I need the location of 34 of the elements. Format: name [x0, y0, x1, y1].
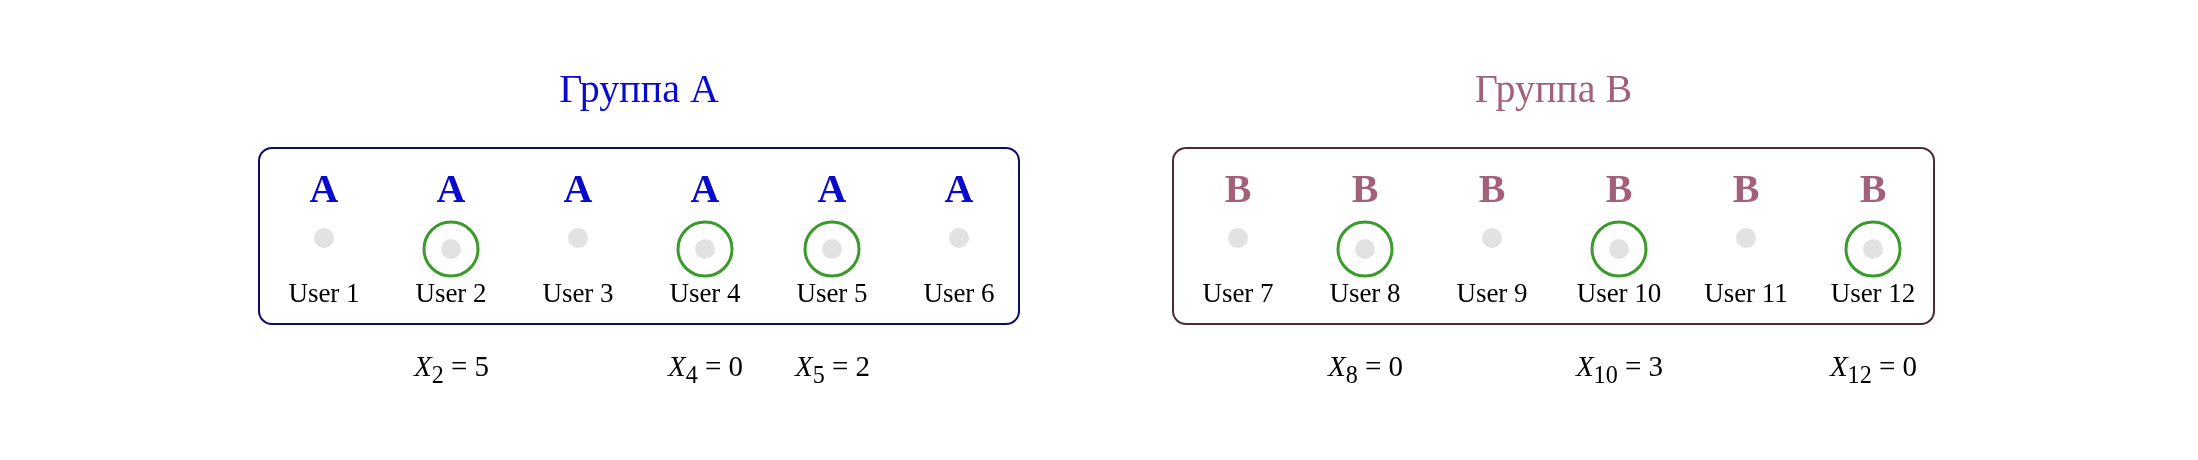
- group-title: Группа B: [1474, 65, 1633, 112]
- group-letter: B: [1478, 167, 1506, 211]
- group-letter: B: [1732, 167, 1760, 211]
- user-label: User 2: [415, 277, 487, 309]
- value-label: X$_{12}$ = 0: [1829, 350, 1918, 389]
- group-letter: A: [944, 167, 974, 211]
- group-frame: [258, 147, 1020, 325]
- user-label: User 12: [1830, 277, 1916, 309]
- user-label: User 8: [1329, 277, 1401, 309]
- value-label: X$_{8}$ = 0: [1327, 350, 1404, 389]
- user-label: User 3: [542, 277, 614, 309]
- value-label: X$_{2}$ = 5: [413, 350, 490, 389]
- user-label: User 5: [796, 277, 868, 309]
- user-label: User 9: [1456, 277, 1528, 309]
- group-letter: A: [690, 167, 720, 211]
- group-title: Группа A: [559, 65, 719, 112]
- value-label: X$_{10}$ = 3: [1575, 350, 1664, 389]
- group-frame: [1172, 147, 1935, 325]
- group-letter: A: [436, 167, 466, 211]
- group-letter: A: [817, 167, 847, 211]
- user-label: User 10: [1576, 277, 1662, 309]
- user-label: User 11: [1704, 277, 1788, 309]
- group-letter: B: [1605, 167, 1633, 211]
- group-letter: B: [1224, 167, 1252, 211]
- group-letter: B: [1351, 167, 1379, 211]
- user-label: User 4: [669, 277, 741, 309]
- group-letter: A: [563, 167, 593, 211]
- group-letter: A: [309, 167, 339, 211]
- user-label: User 6: [923, 277, 995, 309]
- group-letter: B: [1859, 167, 1887, 211]
- value-label: X$_{4}$ = 0: [667, 350, 744, 389]
- value-label: X$_{5}$ = 2: [794, 350, 871, 389]
- user-label: User 1: [288, 277, 360, 309]
- user-label: User 7: [1202, 277, 1274, 309]
